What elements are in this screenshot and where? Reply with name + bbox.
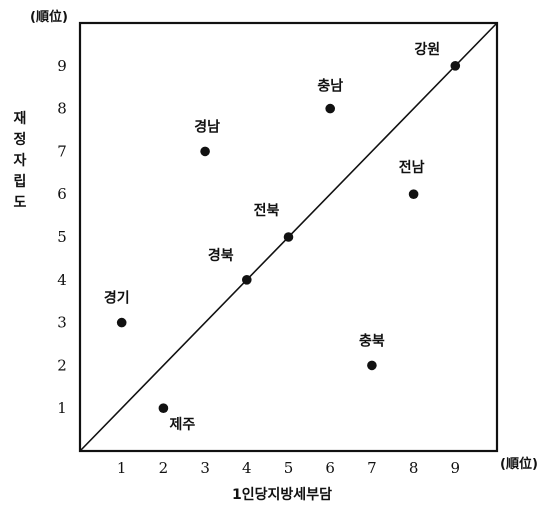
x-axis-unit: (順位) xyxy=(500,456,538,472)
data-point-layer xyxy=(116,61,461,414)
y-tick-label: 1 xyxy=(57,399,67,417)
y-axis-title-char: 재 xyxy=(14,111,27,127)
x-tick-label: 5 xyxy=(284,459,294,477)
data-point-label: 경북 xyxy=(208,247,234,264)
data-point xyxy=(242,275,252,285)
y-tick-label: 4 xyxy=(57,271,67,289)
data-point xyxy=(158,403,169,414)
x-tick-label: 1 xyxy=(117,459,127,477)
y-tick-label: 7 xyxy=(57,142,67,160)
x-tick-label: 3 xyxy=(200,459,210,477)
y-axis-title-char: 정 xyxy=(14,131,27,148)
y-axis-title-char: 립 xyxy=(14,174,27,190)
data-point xyxy=(116,317,127,328)
y-axis-title-char: 도 xyxy=(14,195,27,211)
data-point-label: 제주 xyxy=(170,417,196,433)
data-point-label: 충북 xyxy=(359,333,385,349)
data-point xyxy=(408,189,419,199)
data-point xyxy=(450,61,461,71)
data-point-label: 전남 xyxy=(399,159,425,176)
y-tick-label: 2 xyxy=(57,356,67,374)
data-point-label: 전북 xyxy=(254,202,280,219)
x-axis-title: 1인당지방세부담 xyxy=(232,486,332,503)
y-tick-label: 6 xyxy=(57,185,67,203)
y-axis-title-char: 자 xyxy=(14,153,27,169)
data-point-label: 충남 xyxy=(317,78,343,95)
y-axis-unit: (順位) xyxy=(30,9,68,25)
x-tick-label: 8 xyxy=(409,459,419,477)
plot-frame-layer xyxy=(78,21,499,453)
x-tick-label: 9 xyxy=(451,459,461,477)
data-point xyxy=(283,232,294,242)
x-tick-label: 2 xyxy=(159,459,169,477)
plot-frame xyxy=(78,21,499,453)
data-point xyxy=(325,103,336,114)
tick-label-layer: 1 2 3 4 5 6 7 8 9 1 2 3 4 5 6 7 8 9 xyxy=(57,57,460,477)
x-tick-label: 7 xyxy=(367,459,377,477)
data-point-label: 경기 xyxy=(104,290,130,307)
y-tick-label: 3 xyxy=(57,314,67,332)
y-tick-label: 9 xyxy=(57,57,67,75)
data-point xyxy=(367,360,377,371)
y-tick-label: 8 xyxy=(57,100,67,118)
y-tick-label: 5 xyxy=(57,228,67,246)
data-point-label: 강원 xyxy=(414,41,440,58)
data-point xyxy=(200,146,210,157)
x-tick-label: 4 xyxy=(242,459,252,477)
data-point-label: 경남 xyxy=(194,118,220,135)
x-tick-label: 6 xyxy=(325,459,335,477)
